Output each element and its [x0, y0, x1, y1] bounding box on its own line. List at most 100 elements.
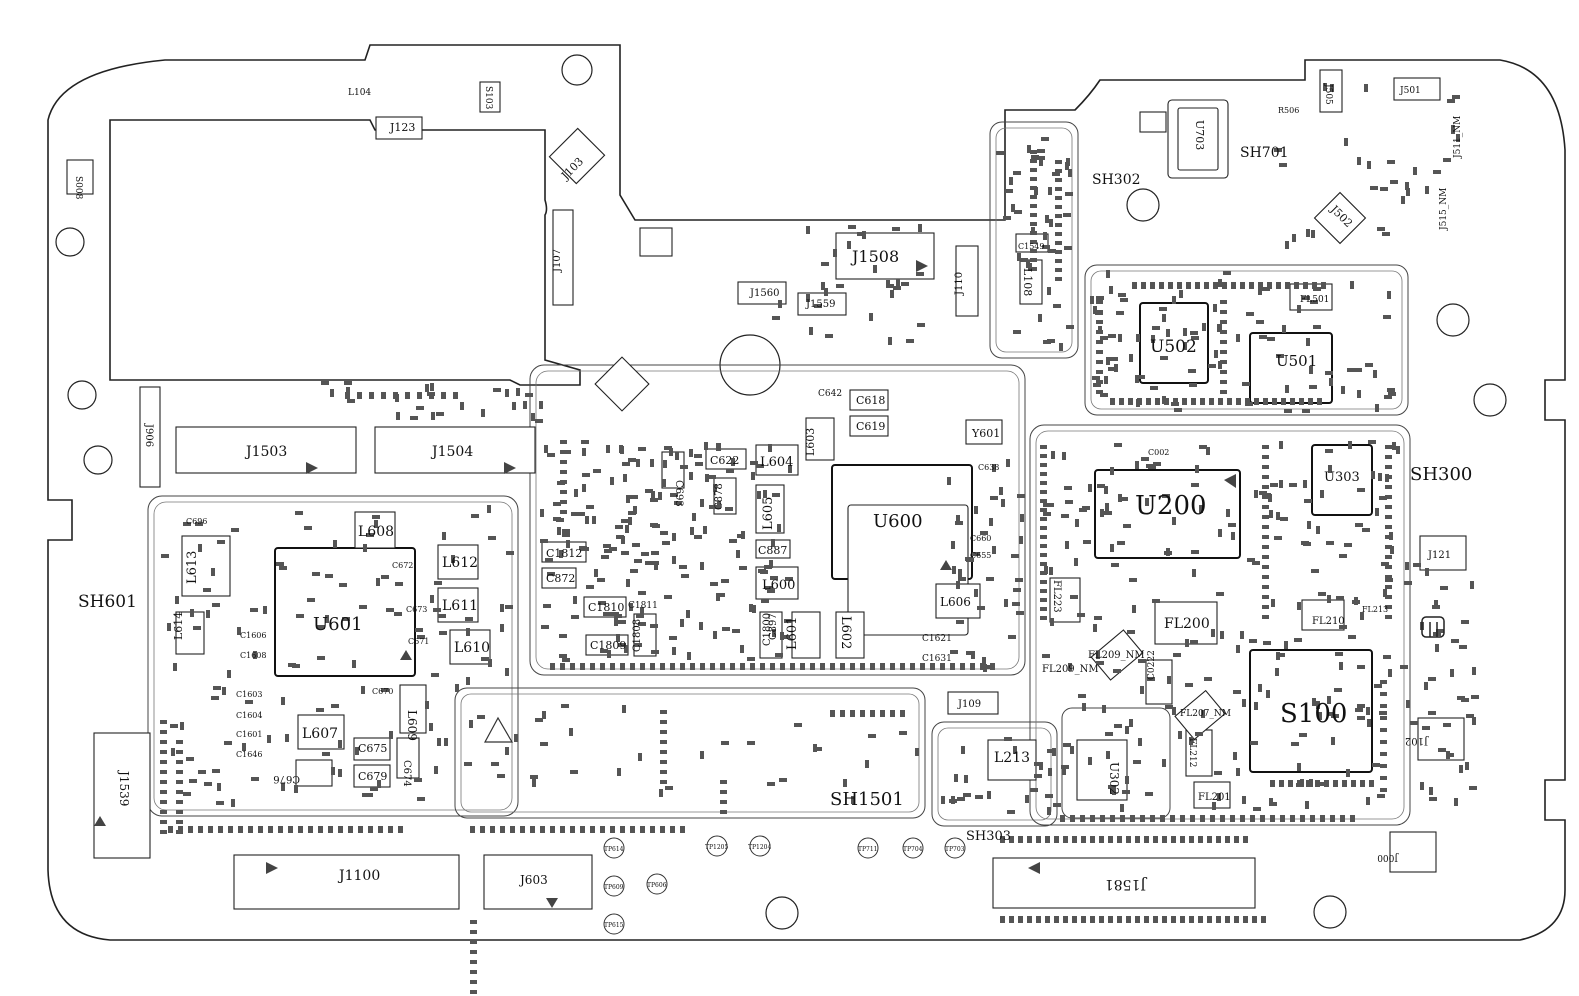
pad: [1093, 383, 1101, 387]
pad: [170, 724, 178, 728]
pad: [295, 511, 303, 515]
pad: [708, 475, 716, 479]
pad: [1110, 815, 1115, 822]
pad: [686, 610, 690, 618]
pad: [1042, 654, 1050, 658]
pad: [1262, 505, 1269, 509]
pad: [1375, 508, 1379, 516]
pad: [1243, 836, 1248, 843]
pad: [1357, 390, 1361, 398]
pad: [1030, 168, 1037, 172]
pad: [1020, 514, 1024, 522]
pad: [640, 663, 645, 670]
pad: [1104, 486, 1108, 494]
pad: [1313, 287, 1321, 291]
pad: [1152, 326, 1160, 330]
pad: [1025, 795, 1029, 803]
pad: [1043, 503, 1051, 507]
pad: [1254, 702, 1258, 710]
pad: [1040, 616, 1047, 620]
pad: [444, 738, 448, 746]
test-point-label: TP609: [604, 884, 624, 891]
pad: [212, 603, 220, 607]
pad: [1308, 398, 1313, 405]
pad: [1243, 916, 1248, 923]
component-label: C887: [758, 544, 787, 557]
pad: [750, 461, 758, 465]
pad: [1191, 336, 1199, 340]
pad: [580, 663, 585, 670]
pad: [1320, 815, 1325, 822]
pad: [1240, 282, 1245, 289]
pad: [1164, 398, 1169, 405]
pad: [434, 581, 442, 585]
pad: [405, 392, 410, 399]
pad: [699, 622, 703, 630]
pad: [623, 474, 627, 482]
component-label: J107: [552, 249, 563, 273]
component-label: C897: [768, 613, 779, 640]
pad: [228, 826, 233, 833]
pad: [1325, 449, 1333, 453]
pad: [824, 288, 828, 296]
pad: [1454, 798, 1458, 806]
pad: [1123, 524, 1131, 528]
pad: [1269, 510, 1273, 518]
pad: [331, 704, 339, 708]
pad: [890, 290, 894, 298]
pad: [770, 663, 775, 670]
pad: [601, 555, 609, 559]
pad: [388, 826, 393, 833]
pad: [1005, 189, 1013, 193]
pad: [430, 383, 434, 391]
pad: [560, 826, 565, 833]
pad: [1036, 916, 1041, 923]
pad: [1351, 780, 1356, 787]
pad: [1348, 635, 1356, 639]
pad: [586, 505, 594, 509]
pad: [1039, 158, 1043, 166]
pad: [1112, 787, 1116, 795]
pad: [982, 657, 986, 665]
pad: [1040, 553, 1047, 557]
pad: [918, 224, 922, 232]
component-label: C673: [406, 605, 427, 614]
connector-pad-rows: [160, 150, 1392, 994]
pad: [1302, 409, 1310, 413]
pad: [1043, 340, 1051, 344]
pad: [1472, 667, 1476, 675]
pad: [809, 327, 813, 335]
pad: [1357, 157, 1361, 165]
pad: [1198, 836, 1203, 843]
pad: [1172, 517, 1176, 525]
component-label: FL501: [1300, 295, 1329, 305]
pad: [1204, 282, 1209, 289]
pad: [705, 474, 709, 482]
pad: [770, 576, 778, 580]
pad: [1208, 364, 1216, 368]
pad: [470, 950, 477, 954]
pad: [1189, 737, 1193, 745]
pad: [1047, 287, 1051, 295]
pad: [1003, 216, 1011, 220]
component-label: C1549: [1018, 242, 1044, 251]
pad: [338, 826, 343, 833]
pad: [1153, 916, 1158, 923]
pad: [1240, 631, 1244, 639]
pad: [217, 540, 225, 544]
pad: [621, 519, 629, 523]
pad: [1150, 386, 1158, 390]
pad: [1380, 692, 1387, 696]
pad: [1129, 578, 1137, 582]
pad: [1093, 306, 1097, 314]
pad: [1218, 529, 1222, 537]
pad: [1095, 311, 1103, 315]
pad: [1258, 684, 1262, 692]
pad: [1311, 230, 1315, 238]
pad: [625, 525, 629, 533]
pad: [1262, 595, 1269, 599]
pad: [1080, 815, 1085, 822]
pad: [237, 627, 241, 635]
pad: [1385, 485, 1392, 489]
pad: [1277, 653, 1285, 657]
